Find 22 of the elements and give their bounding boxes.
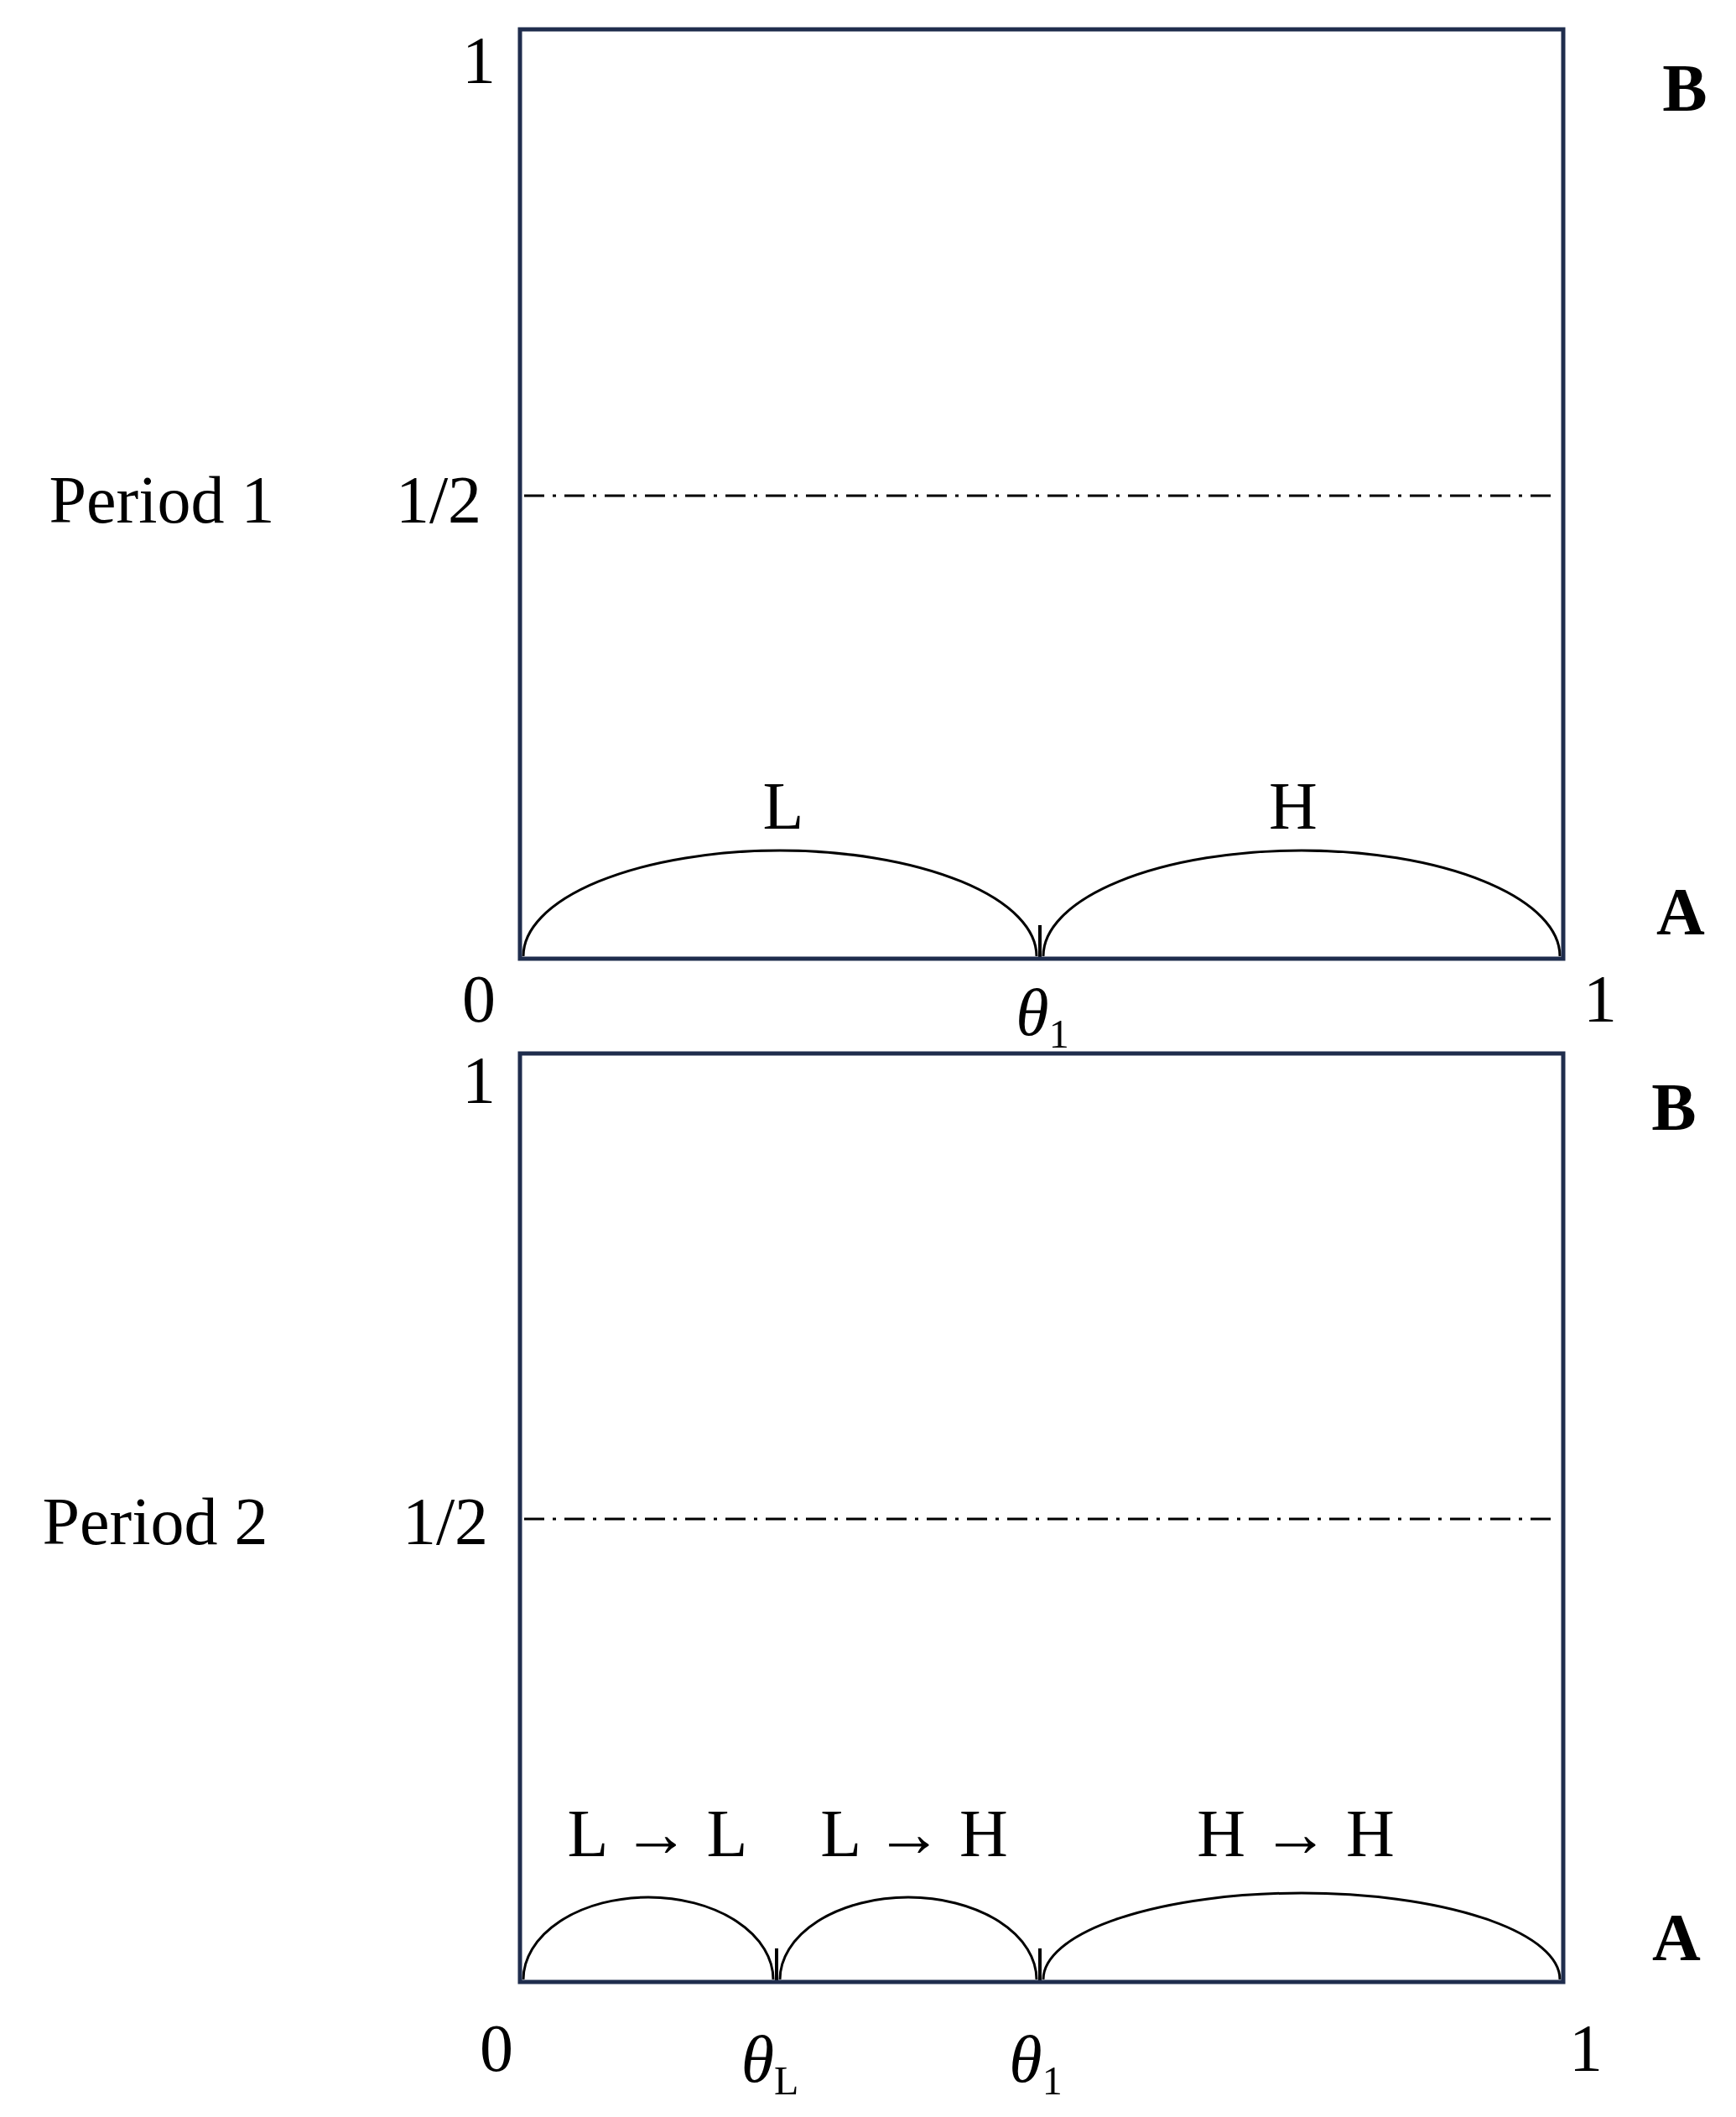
axis-tick-label: 1 bbox=[462, 27, 496, 94]
axis-tick-label: 1/2 bbox=[395, 466, 482, 533]
axis-tick-label: 1 bbox=[462, 1047, 496, 1114]
corner-label: A bbox=[1652, 1904, 1701, 1971]
threshold-label: θ$_{L}$ bbox=[741, 2026, 799, 2101]
region-label: L → H bbox=[820, 1800, 1008, 1867]
region-label: L bbox=[762, 772, 804, 840]
threshold-label: θ$_{1}$ bbox=[1009, 2026, 1063, 2101]
period-label: Period 2 bbox=[42, 1488, 268, 1555]
axis-tick-label: 1/2 bbox=[402, 1488, 489, 1555]
threshold-label: θ$_{1}$ bbox=[1016, 979, 1069, 1054]
axis-tick-label: 1 bbox=[1569, 2015, 1603, 2082]
axis-tick-label: 0 bbox=[480, 2015, 513, 2082]
axis-tick-label: 1 bbox=[1583, 965, 1617, 1032]
axis-tick-label: 0 bbox=[462, 965, 496, 1032]
corner-label: B bbox=[1662, 55, 1707, 122]
corner-label: B bbox=[1651, 1074, 1697, 1141]
period-label: Period 1 bbox=[49, 466, 275, 533]
corner-label: A bbox=[1656, 878, 1705, 945]
region-label: H bbox=[1269, 772, 1318, 840]
region-label: L → L bbox=[567, 1800, 748, 1867]
region-label: H → H bbox=[1197, 1800, 1395, 1867]
